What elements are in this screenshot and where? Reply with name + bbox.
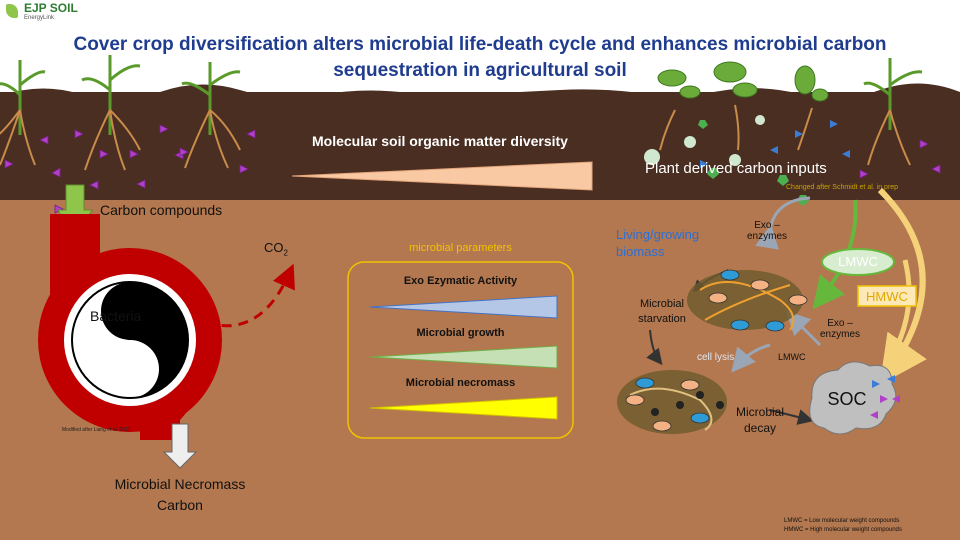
co2-release-arrow [204,263,295,328]
co2-label: CO2 [264,240,288,258]
co2-base: CO [264,240,284,255]
page-title: Cover crop diversification alters microb… [73,34,887,55]
cell-lysis-label: cell lysis [697,352,735,363]
necromass-wedge [369,396,558,420]
exo-enzymatic-wedge [369,295,558,319]
parameter-microbial-necromass: Microbial necromass [405,377,516,389]
carbon-compounds-label: Carbon compounds [100,202,223,218]
decay-arrow [769,409,814,425]
lmwc-label: LMWC [838,254,878,269]
co2-subscript: 2 [283,248,288,258]
growth-wedge [369,345,558,369]
dead-biomass-cluster [617,370,727,434]
parameters-heading: microbial parameters [409,242,512,254]
exo-enzymes-label-2: Exo – enzymes [819,318,860,340]
soc-blue-markers [872,375,895,388]
plant-inputs-label: Plant derived carbon inputs [645,160,827,177]
changed-note: Changed after Schmidt et al. in prep [786,184,899,191]
microbial-decay-label: Microbial decay [735,405,784,435]
cell-lysis-arrow [731,343,771,373]
hmwc-arc [877,259,912,377]
lmwc-small-label: LMWC [778,352,806,362]
green-markers [644,115,809,206]
soil-diversity-label: Molecular soil organic matter diversity [312,133,568,149]
exo-enzyme-arrow-1 [755,196,811,250]
logo-brand: EJP SOIL [24,1,78,15]
input-to-soc-arc [877,187,927,385]
necromass-label-1: Microbial Necromass [114,476,246,492]
footnote-lmwc: LMWC = Low molecular weight compounds [784,518,900,524]
hmwc-box [857,285,917,307]
logo-subtitle: EnergyLink [24,15,55,21]
parameter-exo-enzymatic: Exo Ezymatic Activity [403,275,518,287]
logo-icon [6,4,18,18]
necromass-down-arrow [162,423,198,469]
living-biomass-label: Living/growing biomass [616,227,700,259]
parameters-panel [347,261,574,439]
page-title-line-2: sequestration in agricultural soil [333,60,627,81]
starvation-arrow [646,329,663,366]
starvation-label: Microbial starvation [638,298,686,325]
soc-label: SOC [827,389,867,409]
cover-crop-plants [657,61,829,102]
necromass-label-2: Carbon [157,497,203,513]
blue-markers [700,120,850,168]
bacteria-label: Bacteria [90,308,142,324]
diversity-wedge [291,161,593,191]
carbon-compound-markers [4,124,941,214]
soil-surface [0,83,960,110]
root-systems [0,104,911,171]
exo-enzymes-label-1: Exo – enzymes [746,220,787,242]
living-biomass-cluster [687,269,808,332]
yin-yang-icon [71,281,189,399]
soc-markers [870,395,900,419]
parameter-microbial-growth: Microbial growth [416,327,505,339]
crop-plants-left [0,55,923,135]
footnote-hmwc: HMWC = High molecular weight compounds [784,527,902,533]
lmwc-ellipse [821,248,895,276]
modified-note: Modified after Liang et al. 2017 [62,427,131,433]
fungi-label: Fungi [116,360,152,376]
hmwc-label: HMWC [866,289,908,304]
